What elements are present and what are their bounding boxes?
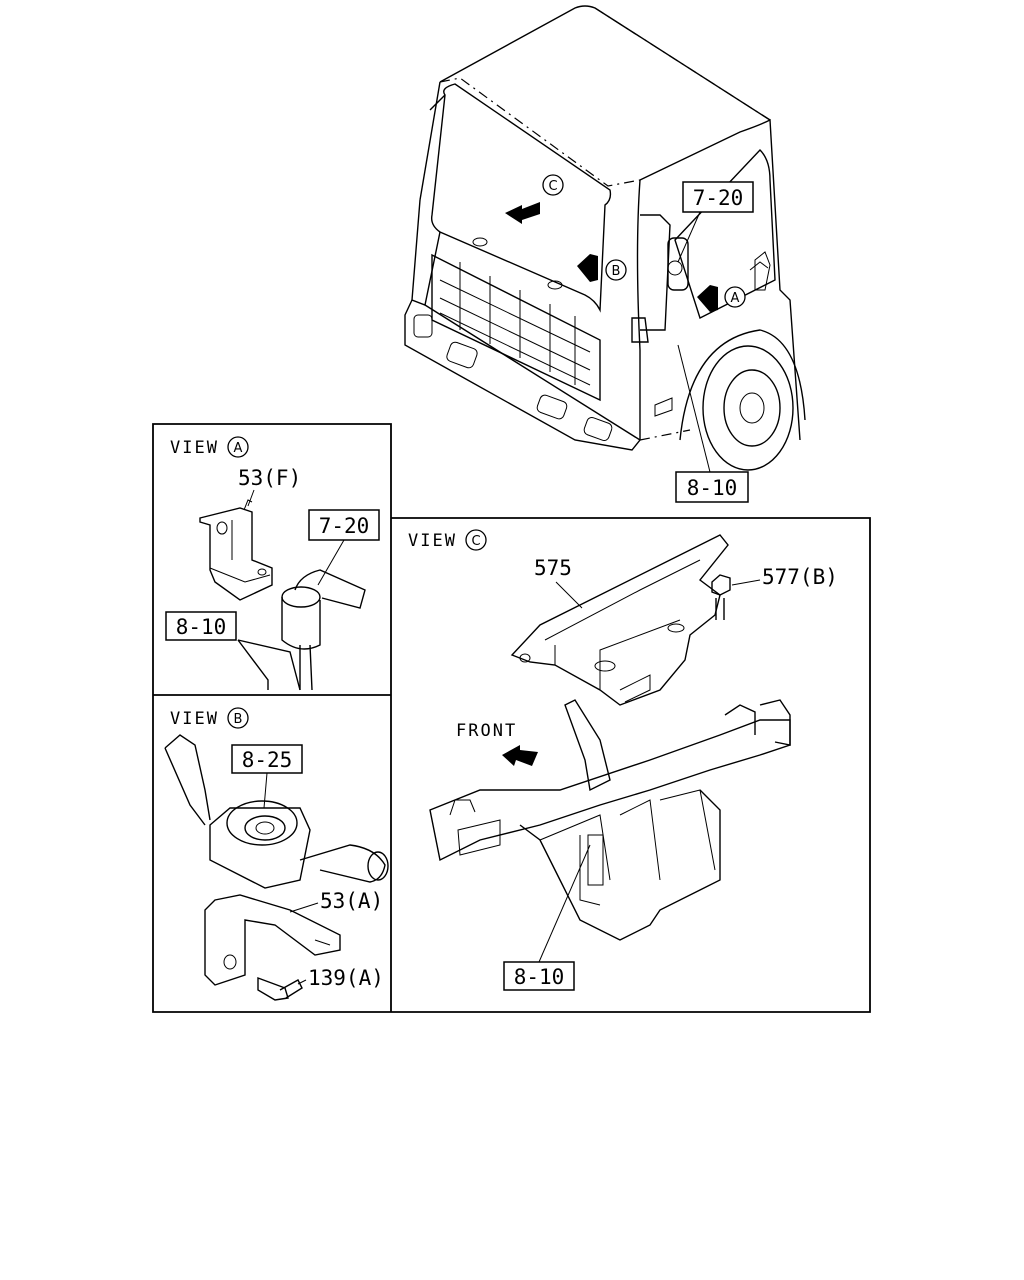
truck-cab-illustration [404,5,806,471]
svg-text:7-20: 7-20 [319,514,370,538]
callout-8-25: 8-25 [231,744,303,809]
callout-577b: 577(B) [731,565,838,589]
view-c-title: VIEW C [408,529,487,551]
svg-text:8-25: 8-25 [242,748,293,772]
svg-text:C: C [548,179,557,194]
marker-b: B [605,259,627,281]
svg-text:577(B): 577(B) [762,565,838,589]
svg-text:53(A): 53(A) [320,889,383,913]
view-a-harness [237,639,301,691]
marker-a: A [724,286,746,308]
callout-53a: 53(A) [289,889,383,913]
svg-text:53(F): 53(F) [238,466,301,490]
view-b-title: VIEW B [170,707,249,729]
marker-c: C [542,174,564,196]
front-arrow: FRONT [456,721,538,766]
view-c-mounting-bracket [510,534,729,706]
view-b-bracket [204,894,341,986]
svg-text:8-10: 8-10 [687,476,738,500]
callout-8-10-view-a: 8-10 [165,611,237,641]
svg-text:8-10: 8-10 [514,965,565,989]
view-a-title: VIEW A [170,436,249,458]
svg-text:8-10: 8-10 [176,615,227,639]
callout-139a: 139(A) [297,966,384,990]
svg-text:C: C [471,534,480,549]
callout-53f: 53(F) [238,466,301,507]
callout-575: 575 [534,556,583,609]
svg-text:A: A [731,291,740,306]
callout-8-10-view-c: 8-10 [503,844,591,991]
svg-text:B: B [234,712,243,727]
view-b-switch [164,734,389,889]
svg-text:VIEW: VIEW [170,438,219,458]
svg-text:575: 575 [534,556,572,580]
view-b-bolt [257,976,303,1001]
svg-text:VIEW: VIEW [408,531,457,551]
panels-frame [152,423,871,1013]
svg-text:139(A): 139(A) [308,966,384,990]
svg-text:FRONT: FRONT [456,721,517,741]
svg-text:VIEW: VIEW [170,709,219,729]
callout-7-20-view-a: 7-20 [308,509,380,586]
svg-text:7-20: 7-20 [693,186,744,210]
callout-7-20-main: 7-20 [677,181,754,263]
view-a-bracket [199,499,273,601]
view-c-dash-frame [429,699,791,941]
view-a-relay [281,569,366,691]
svg-text:A: A [234,441,243,456]
svg-text:B: B [612,264,621,279]
callout-8-10-main: 8-10 [675,344,749,503]
view-c-nut [711,574,731,620]
